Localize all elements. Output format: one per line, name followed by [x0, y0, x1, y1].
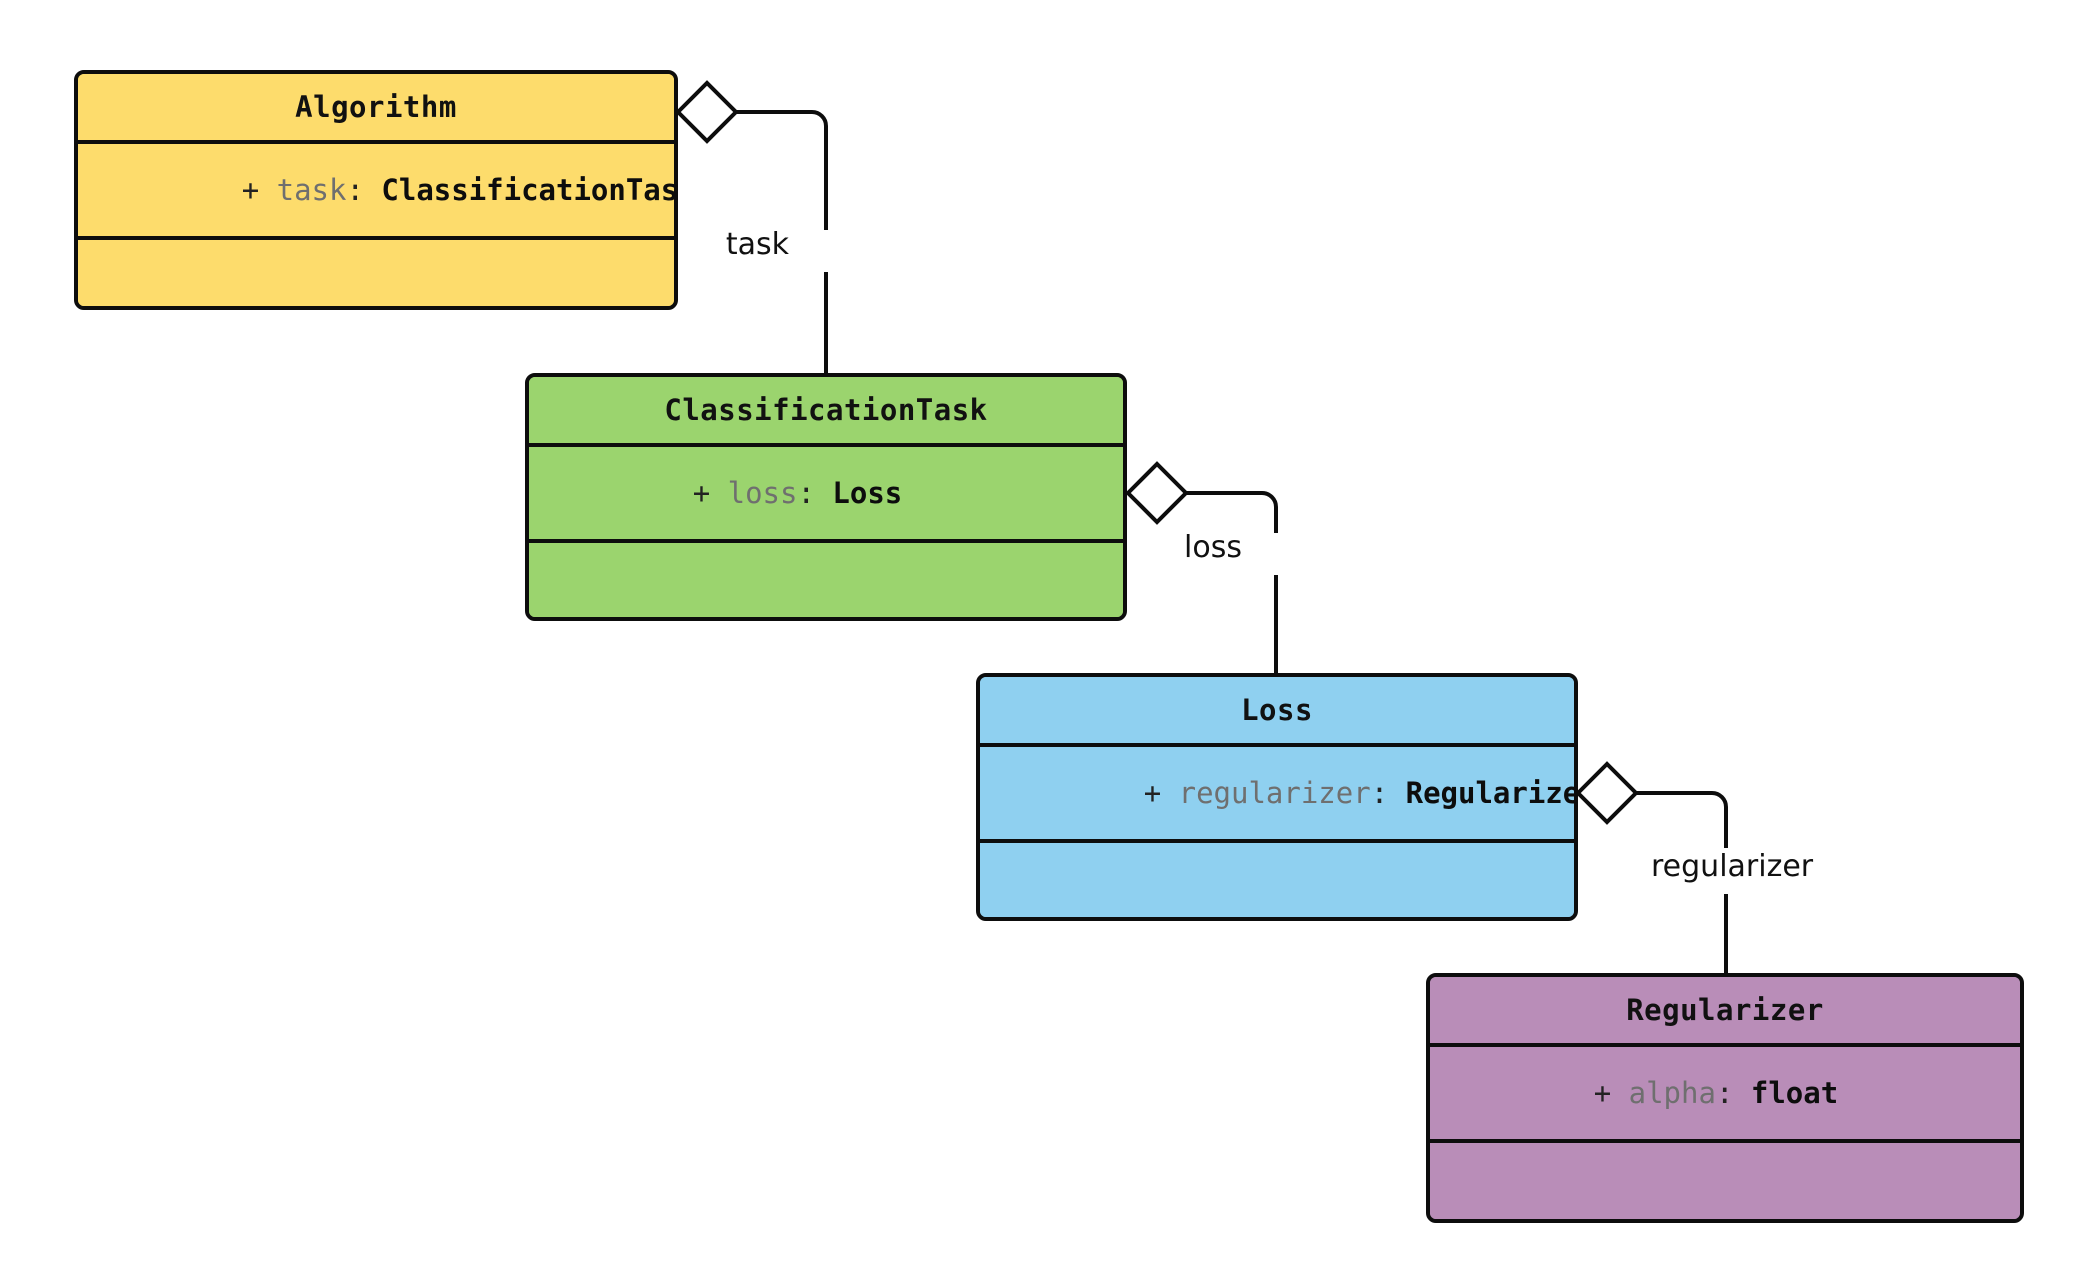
attribute-visibility: +: [692, 475, 711, 510]
attribute-separator: :: [1370, 775, 1389, 810]
attribute-type: float: [1750, 1075, 1839, 1110]
attribute-visibility: +: [1593, 1075, 1612, 1110]
edge-label-regularizer: regularizer: [1645, 848, 1820, 885]
attribute-type: ClassificationTask: [381, 172, 678, 207]
edge-label-loss: loss: [1178, 529, 1248, 566]
aggregation-diamond-regularizer: [1575, 761, 1639, 825]
class-title-classification-task: ClassificationTask: [529, 377, 1123, 447]
attribute-row: + alpha: float: [1454, 1041, 1839, 1145]
class-name-label: Loss: [1241, 693, 1313, 727]
class-attributes-algorithm: + task: ClassificationTask: [78, 144, 674, 240]
class-name-label: ClassificationTask: [664, 393, 988, 427]
edge-task-horizontal: [735, 110, 828, 230]
class-box-regularizer[interactable]: Regularizer + alpha: float: [1426, 973, 2024, 1223]
class-attributes-loss: + regularizer: Regularizer: [980, 747, 1574, 843]
class-attributes-classification-task: + loss: Loss: [529, 447, 1123, 543]
attribute-separator: :: [797, 475, 815, 510]
attribute-type: Regularizer: [1405, 775, 1574, 810]
class-title-regularizer: Regularizer: [1430, 977, 2020, 1047]
class-name-label: Regularizer: [1626, 993, 1824, 1027]
edge-label-task: task: [719, 226, 795, 263]
class-title-algorithm: Algorithm: [78, 74, 674, 144]
attribute-visibility: +: [1143, 775, 1162, 810]
aggregation-diamond-loss: [1125, 461, 1189, 525]
class-methods-algorithm: [78, 240, 674, 306]
attribute-name: regularizer: [1178, 775, 1371, 810]
attribute-row: + loss: Loss: [553, 441, 903, 545]
class-title-loss: Loss: [980, 677, 1574, 747]
attribute-name: alpha: [1628, 1075, 1716, 1110]
aggregation-diamond-task: [675, 80, 739, 144]
attribute-row: + task: ClassificationTask: [102, 138, 678, 242]
class-attributes-regularizer: + alpha: float: [1430, 1047, 2020, 1143]
attribute-name: loss: [727, 475, 798, 510]
edge-regularizer-horizontal: [1636, 791, 1728, 852]
attribute-separator: :: [1715, 1075, 1734, 1110]
class-box-loss[interactable]: Loss + regularizer: Regularizer: [976, 673, 1578, 921]
class-box-classification-task[interactable]: ClassificationTask + loss: Loss: [525, 373, 1127, 621]
class-methods-regularizer: [1430, 1143, 2020, 1219]
class-name-label: Algorithm: [295, 90, 457, 124]
class-box-algorithm[interactable]: Algorithm + task: ClassificationTask: [74, 70, 678, 310]
attribute-name: task: [276, 172, 347, 207]
attribute-visibility: +: [241, 172, 260, 207]
attribute-type: Loss: [832, 475, 903, 510]
edge-loss-horizontal: [1186, 491, 1278, 533]
attribute-separator: :: [346, 172, 364, 207]
class-methods-loss: [980, 843, 1574, 917]
attribute-row: + regularizer: Regularizer: [1004, 741, 1574, 845]
class-methods-classification-task: [529, 543, 1123, 617]
